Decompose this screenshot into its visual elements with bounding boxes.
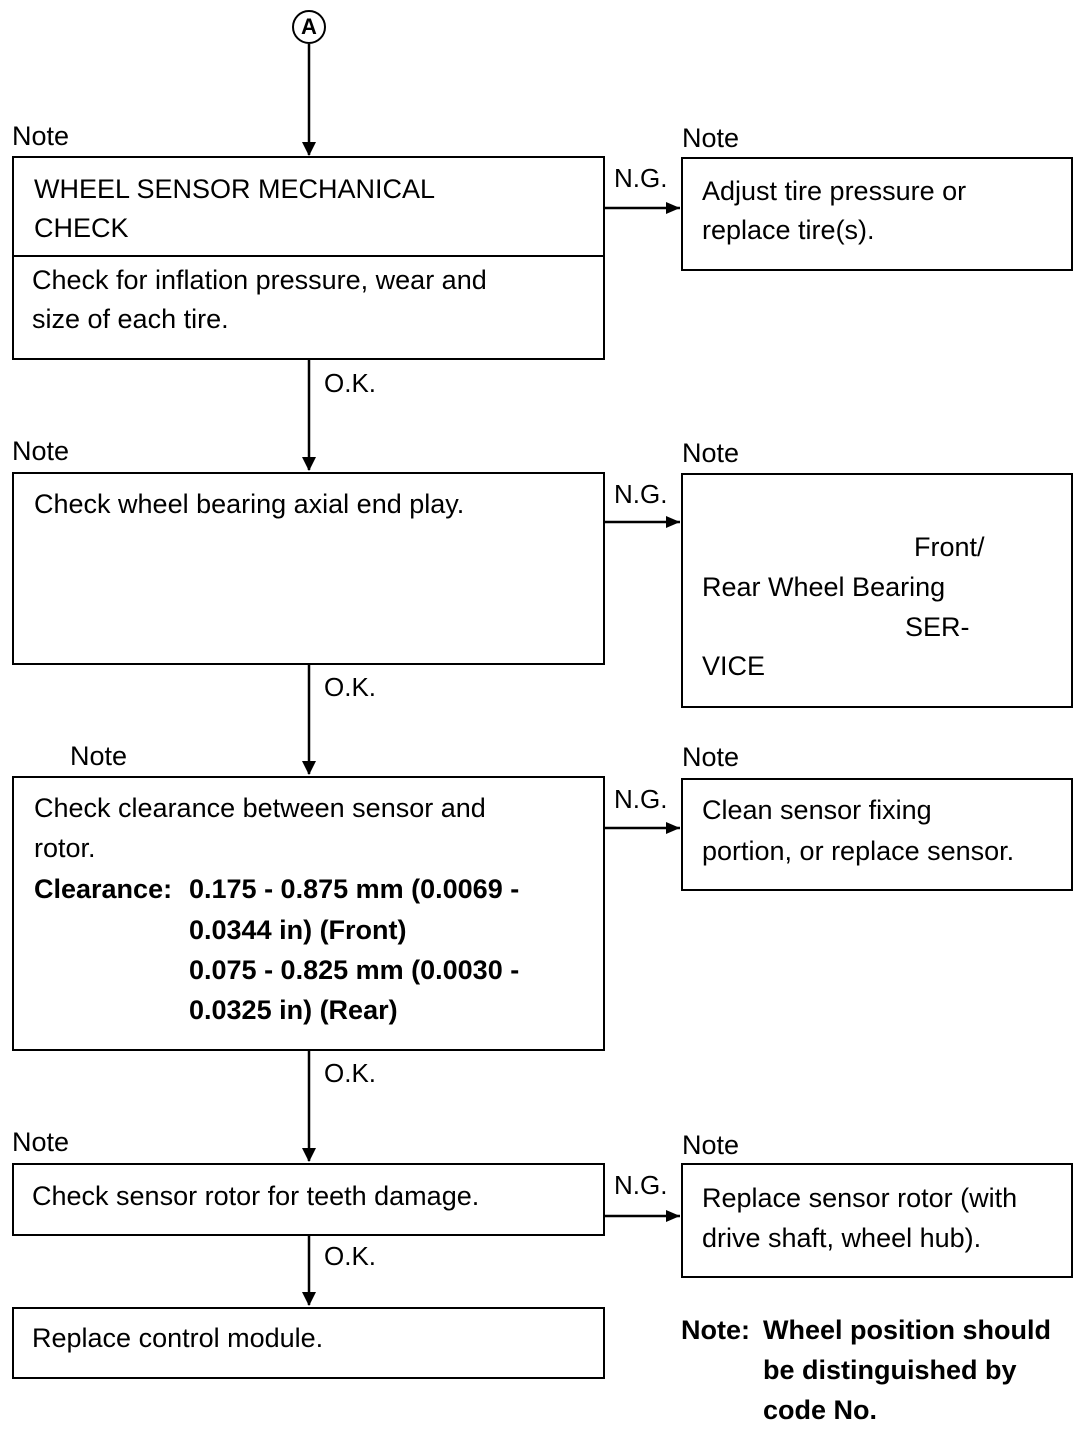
note-label-step2: Note (12, 436, 70, 466)
ng1-result-line2: replace tire(s). (702, 215, 875, 245)
step3-spec-line4: 0.0325 in) (Rear) (189, 995, 398, 1025)
ng4-result-line1: Replace sensor rotor (with (702, 1183, 1018, 1213)
start-connector-a: A (292, 10, 326, 44)
step4-box (12, 1163, 605, 1236)
step3-spec-line1: 0.175 - 0.875 mm (0.0069 - (189, 874, 520, 904)
note-label-ng2: Note (682, 438, 740, 468)
ng3-result-box (681, 778, 1073, 891)
ng-label-step2: N.G. (614, 479, 668, 509)
ok-label-step4: O.K. (324, 1241, 377, 1271)
footnote-line3: code No. (763, 1395, 878, 1425)
final-step-text: Replace control module. (32, 1323, 324, 1353)
step3-box (12, 776, 605, 1051)
step1-divider (14, 255, 603, 257)
step2-body-line1: Check wheel bearing axial end play. (34, 489, 465, 519)
step3-spec-line3: 0.075 - 0.825 mm (0.0030 - (189, 955, 520, 985)
step1-body-line2: size of each tire. (32, 304, 229, 334)
ng2-result-line1: Front/ (914, 532, 985, 562)
note-label-ng4: Note (682, 1130, 740, 1160)
step1-box (12, 156, 605, 360)
step3-body-line1: Check clearance between sensor and (34, 793, 486, 823)
ok-label-step1: O.K. (324, 368, 377, 398)
ng2-result-box (681, 473, 1073, 708)
ng1-result-line1: Adjust tire pressure or (702, 176, 967, 206)
ng-label-step3: N.G. (614, 784, 668, 814)
step3-spec-label: Clearance: (34, 874, 173, 904)
step4-body-line1: Check sensor rotor for teeth damage. (32, 1181, 480, 1211)
ok-label-step3: O.K. (324, 1058, 377, 1088)
ng4-result-box (681, 1163, 1073, 1278)
ng2-result-line3: SER- (905, 612, 970, 642)
ng1-result-box (681, 157, 1073, 271)
note-label-ng1: Note (682, 123, 740, 153)
note-label-step3: Note (70, 741, 128, 771)
step3-spec-line2: 0.0344 in) (Front) (189, 915, 407, 945)
ng4-result-line2: drive shaft, wheel hub). (702, 1223, 982, 1253)
step2-box (12, 472, 605, 665)
ng-label-step1: N.G. (614, 163, 668, 193)
ng-label-step4: N.G. (614, 1170, 668, 1200)
note-label-step1: Note (12, 121, 70, 151)
ng2-result-line2: Rear Wheel Bearing (702, 572, 946, 602)
step1-title-line2: CHECK (34, 213, 129, 243)
ng3-result-line2: portion, or replace sensor. (702, 836, 1015, 866)
footnote-line1: Wheel position should (763, 1315, 1051, 1345)
step1-body-line1: Check for inflation pressure, wear and (32, 265, 487, 295)
final-step-box (12, 1307, 605, 1379)
note-label-step4: Note (12, 1127, 70, 1157)
ng3-result-line1: Clean sensor fixing (702, 795, 932, 825)
ok-label-step2: O.K. (324, 672, 377, 702)
step3-body-line2: rotor. (34, 833, 96, 863)
footnote-label: Note: (681, 1315, 750, 1345)
ng2-result-line4: VICE (702, 651, 766, 681)
note-label-ng3: Note (682, 742, 740, 772)
footnote-line2: be distinguished by (763, 1355, 1017, 1385)
step1-title-line1: WHEEL SENSOR MECHANICAL (34, 174, 436, 204)
